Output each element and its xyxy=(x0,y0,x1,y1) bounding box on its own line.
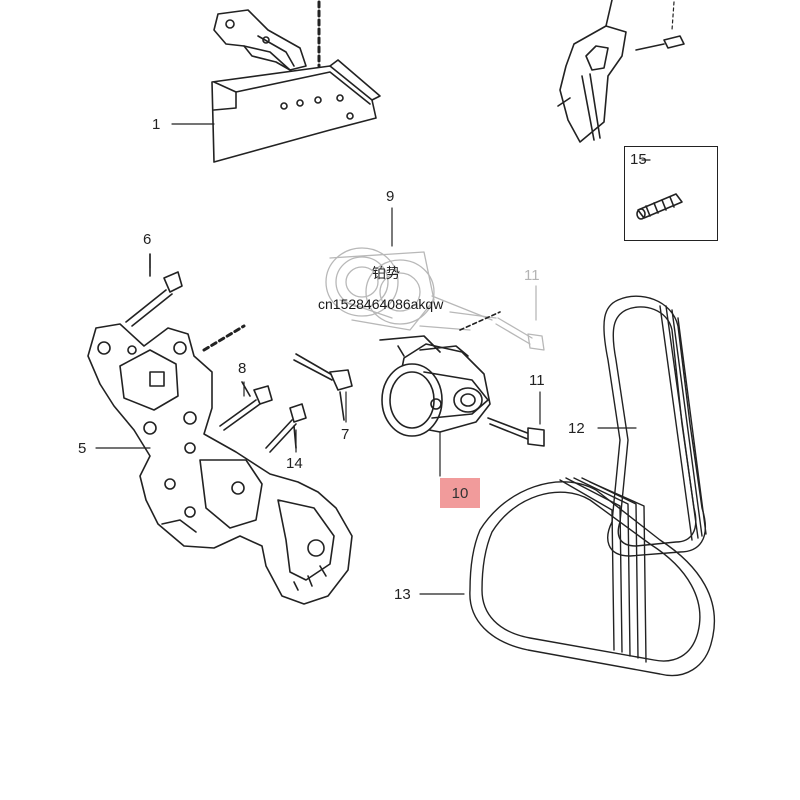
callout-8[interactable]: 8 xyxy=(238,360,247,377)
callout-1[interactable]: 1 xyxy=(152,116,161,133)
part-14-bolt xyxy=(265,403,307,453)
leader-lines xyxy=(95,123,651,595)
part-9-ghost-tensioner xyxy=(325,247,497,331)
part-13-belt xyxy=(469,477,716,677)
part-6-bolt xyxy=(125,253,183,327)
callout-9[interactable]: 9 xyxy=(386,188,395,205)
part-10-highlight xyxy=(440,478,480,508)
part-15-inset-box xyxy=(624,146,718,241)
callout-6[interactable]: 6 xyxy=(143,231,152,248)
part-12-belt xyxy=(603,295,707,557)
callout-7[interactable]: 7 xyxy=(341,426,350,443)
callout-15[interactable]: 15 xyxy=(630,151,647,168)
callout-11[interactable]: 11 xyxy=(529,372,545,389)
watermark-code: cn1528464086akqw xyxy=(318,296,444,312)
callout-10[interactable]: 10 xyxy=(451,484,469,502)
callout-13[interactable]: 13 xyxy=(394,586,411,603)
part-10-tensioner xyxy=(379,311,545,447)
part-top-right-bracket xyxy=(557,0,685,143)
part-1-bracket xyxy=(211,0,381,163)
callout-5[interactable]: 5 xyxy=(78,440,87,457)
part-8-bolt xyxy=(219,381,273,431)
part-15-stud xyxy=(636,193,683,220)
callout-14[interactable]: 14 xyxy=(286,455,303,472)
part-11-ghost-bolt xyxy=(495,285,545,351)
part-7-bolt xyxy=(293,353,353,421)
callout-12[interactable]: 12 xyxy=(568,420,585,437)
watermark-chinese: 铂势 xyxy=(372,266,400,282)
callout-11-ghost[interactable]: 11 xyxy=(524,267,540,284)
part-5-bracket xyxy=(87,323,353,605)
